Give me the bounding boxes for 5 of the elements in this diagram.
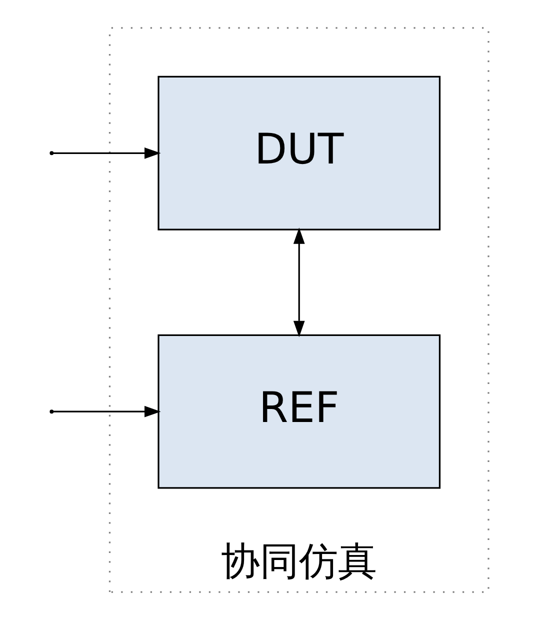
node-box: DUT bbox=[158, 76, 441, 230]
arrow bbox=[53, 406, 161, 418]
node-box: REF bbox=[158, 334, 441, 489]
arrow bbox=[53, 147, 161, 159]
arrow bbox=[293, 228, 305, 338]
